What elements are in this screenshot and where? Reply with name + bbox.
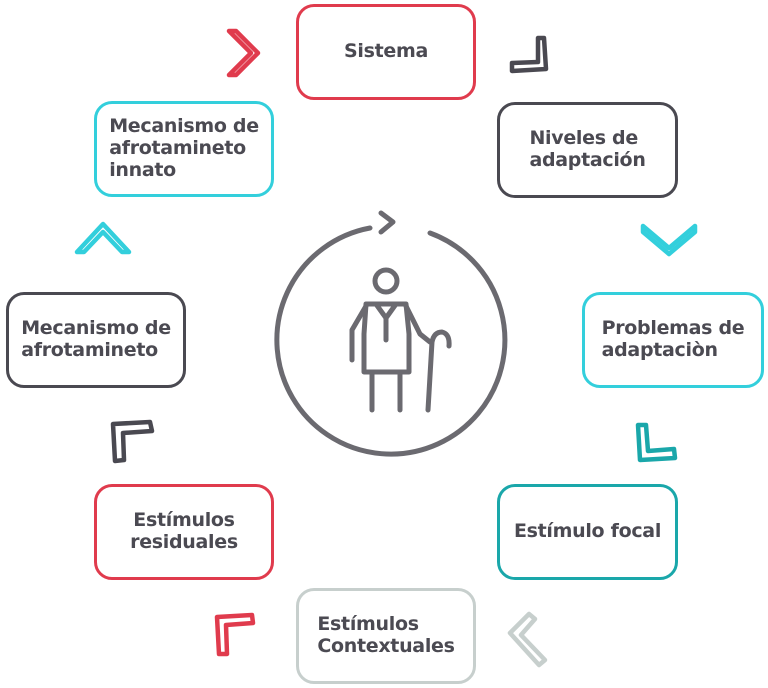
node-sistema[interactable]: Sistema [296, 4, 476, 100]
node-label: Sistema [344, 40, 428, 63]
corner-arrow-icon [509, 35, 549, 74]
chevron-down-icon [640, 223, 698, 257]
chevron-up-icon [74, 221, 132, 255]
node-label: Estímulo focal [513, 520, 662, 543]
circular-arrow-icon [274, 210, 508, 457]
corner-arrow-icon [635, 422, 678, 463]
chevron-right-icon [226, 28, 261, 78]
elderly-person-with-cane-icon [349, 267, 452, 413]
corner-arrow-icon [110, 419, 155, 464]
node-estimulo-focal[interactable]: Estímulo focal [497, 484, 678, 580]
corner-arrow-icon [214, 612, 256, 657]
corner-arrow-icon [507, 611, 548, 668]
